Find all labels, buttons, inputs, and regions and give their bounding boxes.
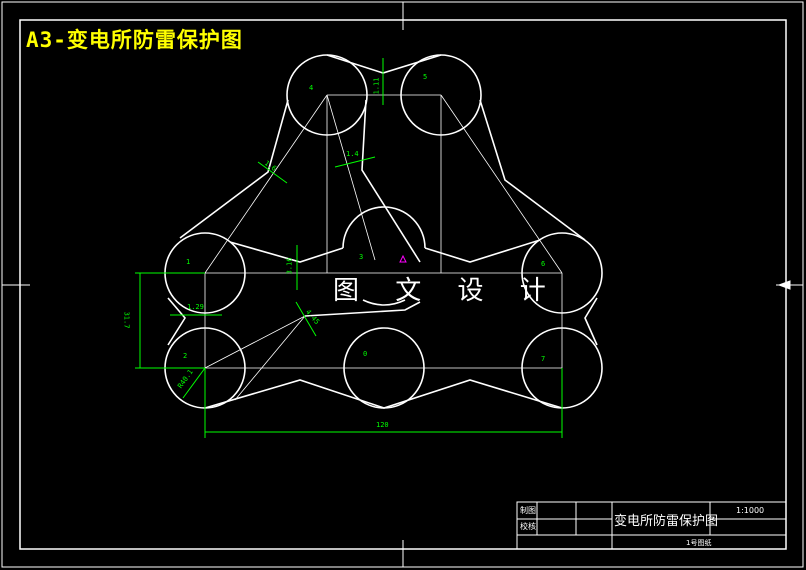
circle-label-6: 6 (541, 260, 546, 268)
watermark: 图 文 设 计 (333, 276, 560, 306)
dim-height-text: 31.7 (122, 311, 131, 329)
outline-center (304, 301, 421, 317)
title-block-drawn-by-label: 制图 (520, 506, 536, 515)
dim-d2-text: 1.4 (346, 150, 359, 158)
circle-label-7: 7 (541, 355, 546, 363)
drawing-title: A3-变电所防雷保护图 (26, 28, 243, 52)
orientation-arrow (777, 280, 791, 290)
outline-top (326, 54, 442, 74)
dim-d3-text: 3.16 (285, 257, 294, 275)
outline-right-upper (479, 99, 586, 241)
dim-d1-text: 1.11 (372, 77, 381, 95)
outline-arc (362, 299, 406, 306)
dim-radius (182, 367, 206, 399)
circle-label-1: 1 (186, 258, 191, 266)
title-block-drawing-name: 变电所防雷保护图 (614, 514, 719, 529)
outline-right-waist (584, 297, 598, 346)
outline-mid-left (229, 241, 344, 263)
circle-3 (342, 206, 426, 249)
circle-label-0: 0 (363, 350, 368, 358)
dim-d4-text: 1.29 (187, 303, 204, 311)
title-block-checked-by-label: 校核 (520, 522, 536, 531)
circle-label-4: 4 (309, 84, 314, 92)
outline-bottom (204, 379, 563, 409)
title-block-scale: 1:1000 (736, 506, 765, 515)
marker-icon (399, 254, 407, 263)
dim-width-text: 120 (376, 421, 389, 429)
outline-left-waist (167, 297, 186, 346)
circle-label-3: 3 (359, 253, 364, 261)
outline-inner (361, 99, 421, 263)
circle-label-5: 5 (423, 73, 428, 81)
outline-mid-right (424, 239, 541, 263)
outline-left-upper (179, 99, 289, 239)
title-block-sheet-size: 1号图纸 (686, 539, 712, 547)
title-block (516, 501, 787, 550)
circle-label-2: 2 (183, 352, 188, 360)
